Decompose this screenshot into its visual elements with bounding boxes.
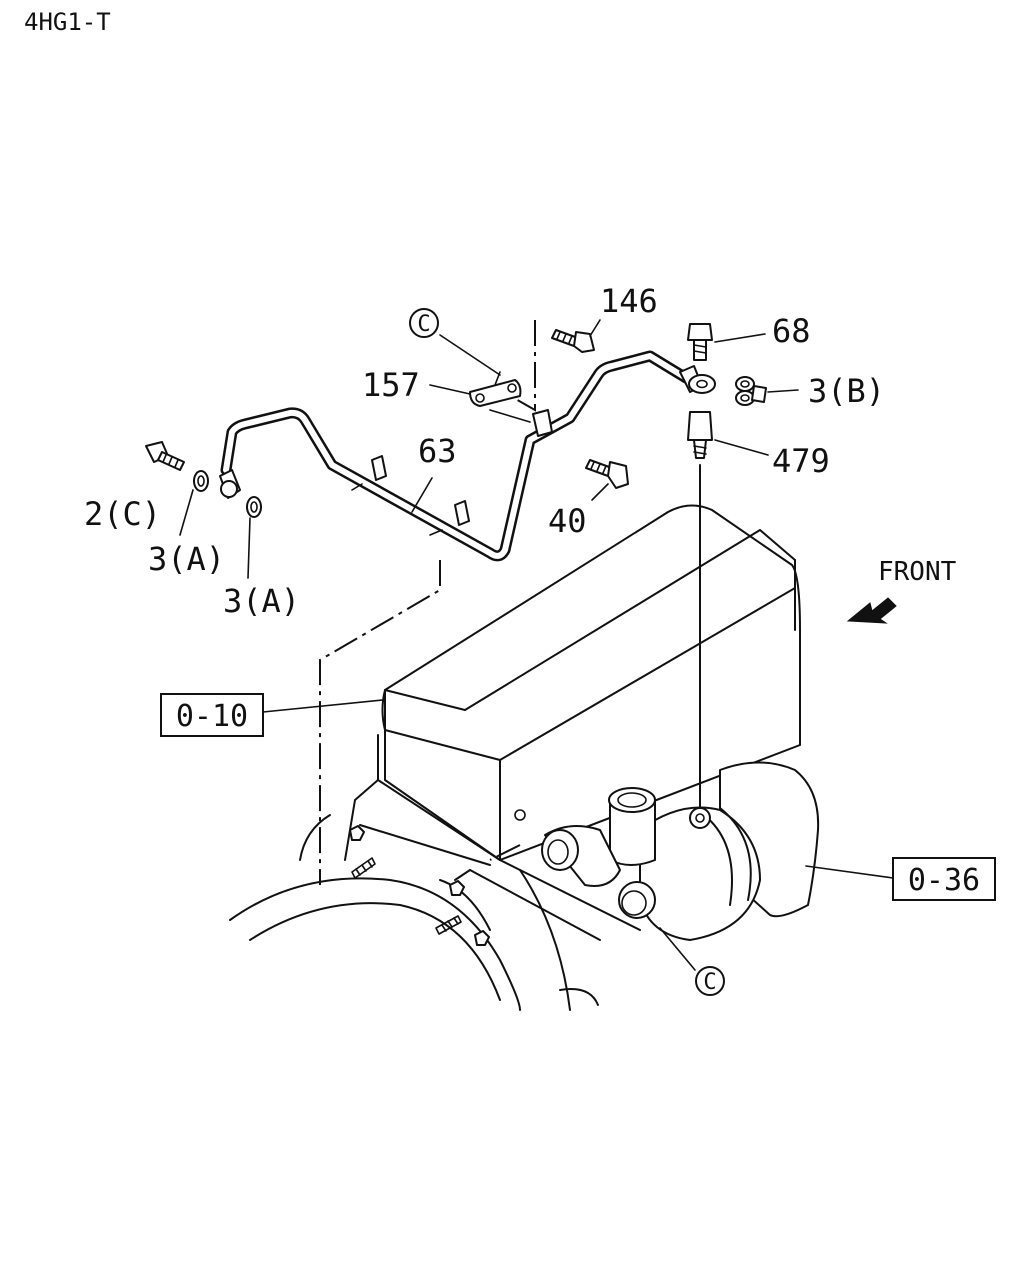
nut-3 — [474, 930, 490, 946]
callout-3a-1: 3(A) — [148, 540, 225, 578]
callout-3a-2: 3(A) — [223, 582, 300, 620]
callout-157: 157 — [362, 366, 420, 404]
bolt-146 — [551, 329, 595, 353]
oil-pipe — [219, 350, 716, 562]
phantom-line-left — [319, 560, 441, 885]
callout-146: 146 — [600, 282, 658, 320]
washer-3a-2 — [246, 496, 262, 518]
engine-assembly — [229, 504, 820, 1011]
bolt-2c — [145, 441, 185, 471]
connector-mark-bottom: C — [695, 966, 725, 996]
reference-box-0-36[interactable]: 0-36 — [892, 857, 996, 901]
stud-left — [351, 857, 376, 879]
model-code: 4HG1-T — [24, 8, 111, 36]
washer-3a-1 — [193, 470, 209, 492]
reference-0-10-label: 0-10 — [176, 699, 248, 734]
reference-0-36-label: 0-36 — [908, 863, 980, 898]
callout-3b: 3(B) — [808, 372, 885, 410]
turbo-housing — [541, 761, 820, 941]
reference-box-0-10[interactable]: 0-10 — [160, 693, 264, 737]
connector-mark-top: C — [409, 308, 439, 338]
bolt-68 — [687, 323, 713, 361]
connector-mark-bottom-label: C — [703, 970, 716, 995]
bracket-157 — [469, 371, 522, 407]
stud-right — [435, 915, 462, 935]
callout-63: 63 — [418, 432, 457, 470]
front-arrow-icon — [846, 597, 897, 624]
callout-68: 68 — [772, 312, 811, 350]
callout-2c: 2(C) — [84, 495, 161, 533]
phantom-line-mid — [489, 844, 521, 861]
bolt-40 — [585, 459, 629, 489]
nut-1 — [349, 825, 365, 841]
washers-3b — [735, 376, 767, 406]
callout-40: 40 — [548, 502, 587, 540]
callout-479: 479 — [772, 442, 830, 480]
fitting-479 — [687, 411, 713, 459]
connector-mark-top-label: C — [417, 312, 430, 337]
leader-lines — [179, 319, 894, 971]
front-label: FRONT — [878, 557, 957, 587]
nut-2 — [449, 880, 465, 896]
